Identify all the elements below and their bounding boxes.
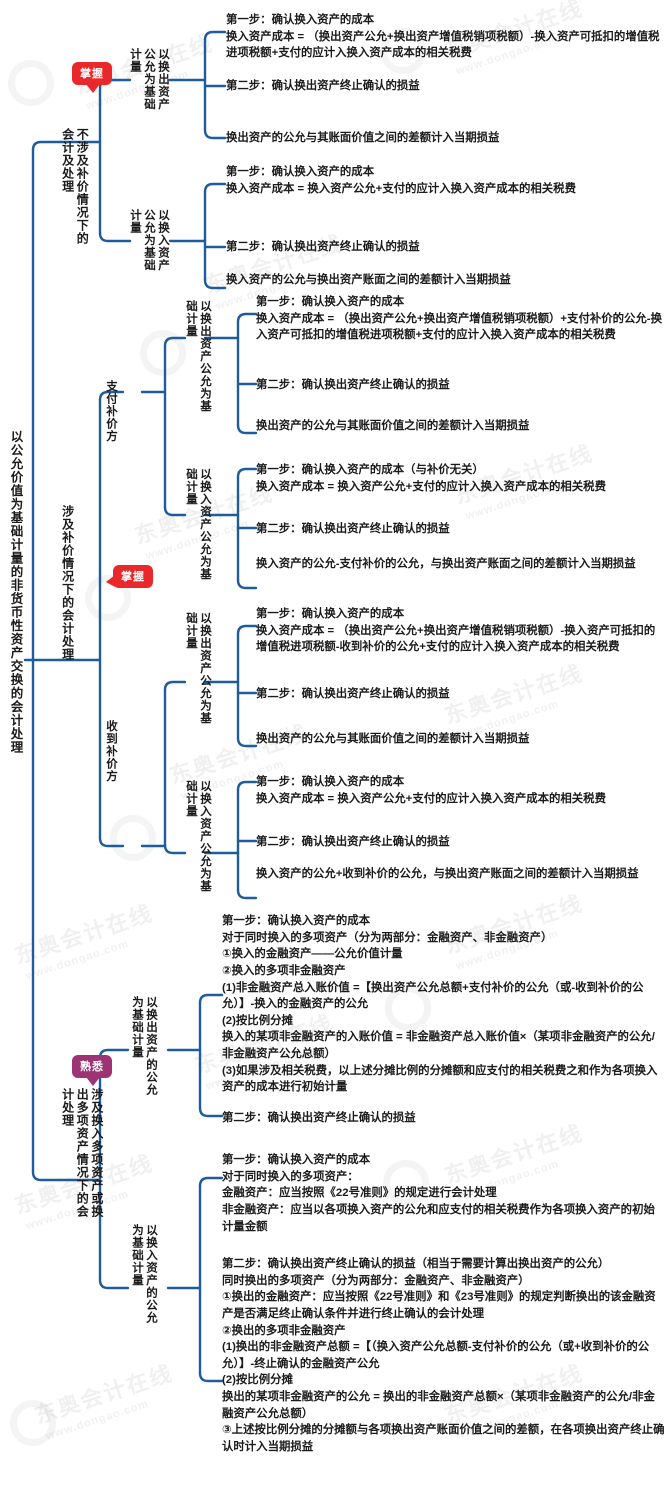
leaf-node[interactable]: 第二步：确认换出资产终止确认的损益 [256,377,666,394]
subbranch-node-b3-c1[interactable]: 以换出资产的公允为基础计量 [130,996,162,1108]
leaf-text: 第一步：确认换入资产的成本 换入资产成本 = （换出资产公允+换出资产增值税销项… [256,296,662,342]
leaf-node[interactable]: 第一步：确认换入资产的成本 换入资产成本 = （换出资产公允+换出资产增值税销项… [256,294,666,344]
leaf-node[interactable]: 换入资产的公允与换出资产账面之间的差额计入当期损益 [226,272,666,289]
subbranch-label: 以换出资产公允为基础计量 [129,48,170,111]
leaf-text: 第一步：确认换入资产的成本 换入资产成本 = （换出资产公允+换出资产增值税销项… [256,608,656,654]
subbranch-node-receive-boot[interactable]: 收到补价方 [104,720,122,800]
subbranch-node-pay-c1[interactable]: 以换出资产公允为基础计量 [184,300,211,418]
subbranch-label: 以换出资产公允为基础计量 [185,612,212,725]
subbranch-label: 以换入资产的公允为基础计量 [131,1224,158,1324]
badge-pointer-icon [86,1077,100,1086]
badge-master-2: 掌握 [106,565,153,588]
leaf-text: 第二步：确认换出资产终止确认的损益 [256,379,450,391]
leaf-node[interactable]: 第一步：确认换入资产的成本 对于同时换入的多项资产： 金融资产：应当按照《22号… [222,1152,666,1235]
branch-label: 涉及换入多项资产或换出多项资产情况下的会计处理 [60,1088,104,1218]
branch-node-with-boot[interactable]: 涉及补价情况下的会计处理 [60,505,94,685]
subbranch-node-pay-c2[interactable]: 以换入资产公允为基础计量 [184,468,211,586]
subbranch-label: 以换入资产公允为基础计量 [185,780,212,893]
subbranch-label: 支付补价方 [105,380,118,443]
leaf-node[interactable]: 第一步：确认换入资产的成本（与补价无关） 换入资产成本 = 换入资产公允+支付的… [256,462,666,495]
leaf-node[interactable]: 第二步：确认换出资产终止确认的损益 [256,686,666,703]
subbranch-label: 收到补价方 [105,720,118,783]
leaf-node[interactable]: 第一步：确认换入资产的成本 换入资产成本 = 换入资产公允+支付的应计入换入资产… [256,774,666,807]
leaf-text: 第一步：确认换入资产的成本（与补价无关） 换入资产成本 = 换入资产公允+支付的… [256,464,606,493]
leaf-text: 换入资产的公允‑支付补价的公允，与换出资产账面之间的差额计入当期损益 [256,558,636,570]
subbranch-node-pay-boot[interactable]: 支付补价方 [104,380,122,460]
leaf-node[interactable]: 第二步：确认换出资产终止确认的损益 [222,1110,666,1127]
leaf-node[interactable]: 第二步：确认换出资产终止确认的损益 [226,239,666,256]
subbranch-node-b1-c2[interactable]: 以换入资产公允为基础计量 [128,209,172,277]
badge-label: 掌握 [80,68,104,80]
leaf-text: 第二步：确认换出资产终止确认的损益（相当于需要计算出换出资产的公允） 同时换出的… [222,1258,665,1454]
leaf-node[interactable]: 第二步：确认换出资产终止确认的损益 [256,834,666,851]
leaf-text: 第二步：确认换出资产终止确认的损益 [256,836,450,848]
leaf-text: 第一步：确认换入资产的成本 换入资产成本 = 换入资产公允+支付的应计入换入资产… [256,776,606,805]
leaf-text: 第二步：确认换出资产终止确认的损益 [256,688,450,700]
subbranch-label: 以换出资产公允为基础计量 [185,300,212,413]
leaf-text: 第二步：确认换出资产终止确认的损益 [226,80,420,92]
branch-node-multi-asset[interactable]: 涉及换入多项资产或换出多项资产情况下的会计处理 [60,1088,108,1218]
leaf-node[interactable]: 换出资产的公允与其账面价值之间的差额计入当期损益 [226,130,666,147]
leaf-text: 第二步：确认换出资产终止确认的损益 [256,523,450,535]
badge-pointer-icon [106,575,115,587]
leaf-node[interactable]: 换入资产的公允‑支付补价的公允，与换出资产账面之间的差额计入当期损益 [256,556,666,573]
leaf-node[interactable]: 第二步：确认换出资产终止确认的损益（相当于需要计算出换出资产的公允） 同时换出的… [222,1256,666,1456]
leaf-text: 第一步：确认换入资产的成本 对于同时换入的多项资产： 金融资产：应当按照《22号… [222,1154,655,1233]
leaf-text: 换出资产的公允与其账面价值之间的差额计入当期损益 [256,420,530,432]
leaf-node[interactable]: 第一步：确认换入资产的成本 对于同时换入的多项资产（分为两部分：金融资产、非金融… [222,913,666,1096]
leaf-text: 换入资产的公允+收到补价的公允，与换出资产账面之间的差额计入当期损益 [256,868,639,880]
leaf-node[interactable]: 换出资产的公允与其账面价值之间的差额计入当期损益 [256,418,666,435]
leaf-text: 换入资产的公允与换出资产账面之间的差额计入当期损益 [226,274,511,286]
badge-familiar: 熟悉 [72,1055,112,1086]
subbranch-node-b1-c1[interactable]: 以换出资产公允为基础计量 [128,48,172,116]
branch-node-no-boot[interactable]: 不涉及补价情况下的会计及处理 [60,128,94,248]
badge-label: 掌握 [121,571,145,583]
subbranch-label: 以换入资产公允为基础计量 [129,209,170,272]
leaf-text: 换出资产的公允与其账面价值之间的差额计入当期损益 [226,132,500,144]
leaf-text: 第一步：确认换入资产的成本 换入资产成本 = （换出资产公允+换出资产增值税销项… [226,14,660,60]
leaf-text: 第二步：确认换出资产终止确认的损益 [226,241,420,253]
root-node-label: 以公允价值为基础计量的非货币性资产交换的会计处理 [8,430,23,754]
leaf-node[interactable]: 第一步：确认换入资产的成本 换入资产成本 = 换入资产公允+支付的应计入换入资产… [226,164,666,197]
leaf-node[interactable]: 第一步：确认换入资产的成本 换入资产成本 = （换出资产公允+换出资产增值税销项… [226,12,666,62]
subbranch-node-recv-c1[interactable]: 以换出资产公允为基础计量 [184,612,211,730]
leaf-text: 第二步：确认换出资产终止确认的损益 [222,1112,416,1124]
branch-label: 涉及补价情况下的会计处理 [60,505,75,661]
root-node[interactable]: 以公允价值为基础计量的非货币性资产交换的会计处理 [8,430,28,890]
subbranch-node-recv-c2[interactable]: 以换入资产公允为基础计量 [184,780,211,898]
leaf-node[interactable]: 换入资产的公允+收到补价的公允，与换出资产账面之间的差额计入当期损益 [256,866,666,883]
leaf-node[interactable]: 第二步：确认换出资产终止确认的损益 [256,521,666,538]
leaf-node[interactable]: 换出资产的公允与其账面价值之间的差额计入当期损益 [256,731,666,748]
badge-pointer-icon [86,84,100,93]
subbranch-node-b3-c2[interactable]: 以换入资产的公允为基础计量 [130,1224,162,1336]
leaf-node[interactable]: 第一步：确认换入资产的成本 换入资产成本 = （换出资产公允+换出资产增值税销项… [256,606,666,656]
leaf-text: 第一步：确认换入资产的成本 对于同时换入的多项资产（分为两部分：金融资产、非金融… [222,915,658,1094]
subbranch-label: 以换出资产的公允为基础计量 [131,996,158,1096]
leaf-text: 第一步：确认换入资产的成本 换入资产成本 = 换入资产公允+支付的应计入换入资产… [226,166,576,195]
branch-label: 不涉及补价情况下的会计及处理 [60,128,90,245]
subbranch-label: 以换入资产公允为基础计量 [185,468,212,581]
leaf-node[interactable]: 第二步：确认换出资产终止确认的损益 [226,78,666,95]
badge-master-1: 掌握 [72,62,112,93]
leaf-text: 换出资产的公允与其账面价值之间的差额计入当期损益 [256,733,530,745]
badge-label: 熟悉 [80,1061,104,1073]
